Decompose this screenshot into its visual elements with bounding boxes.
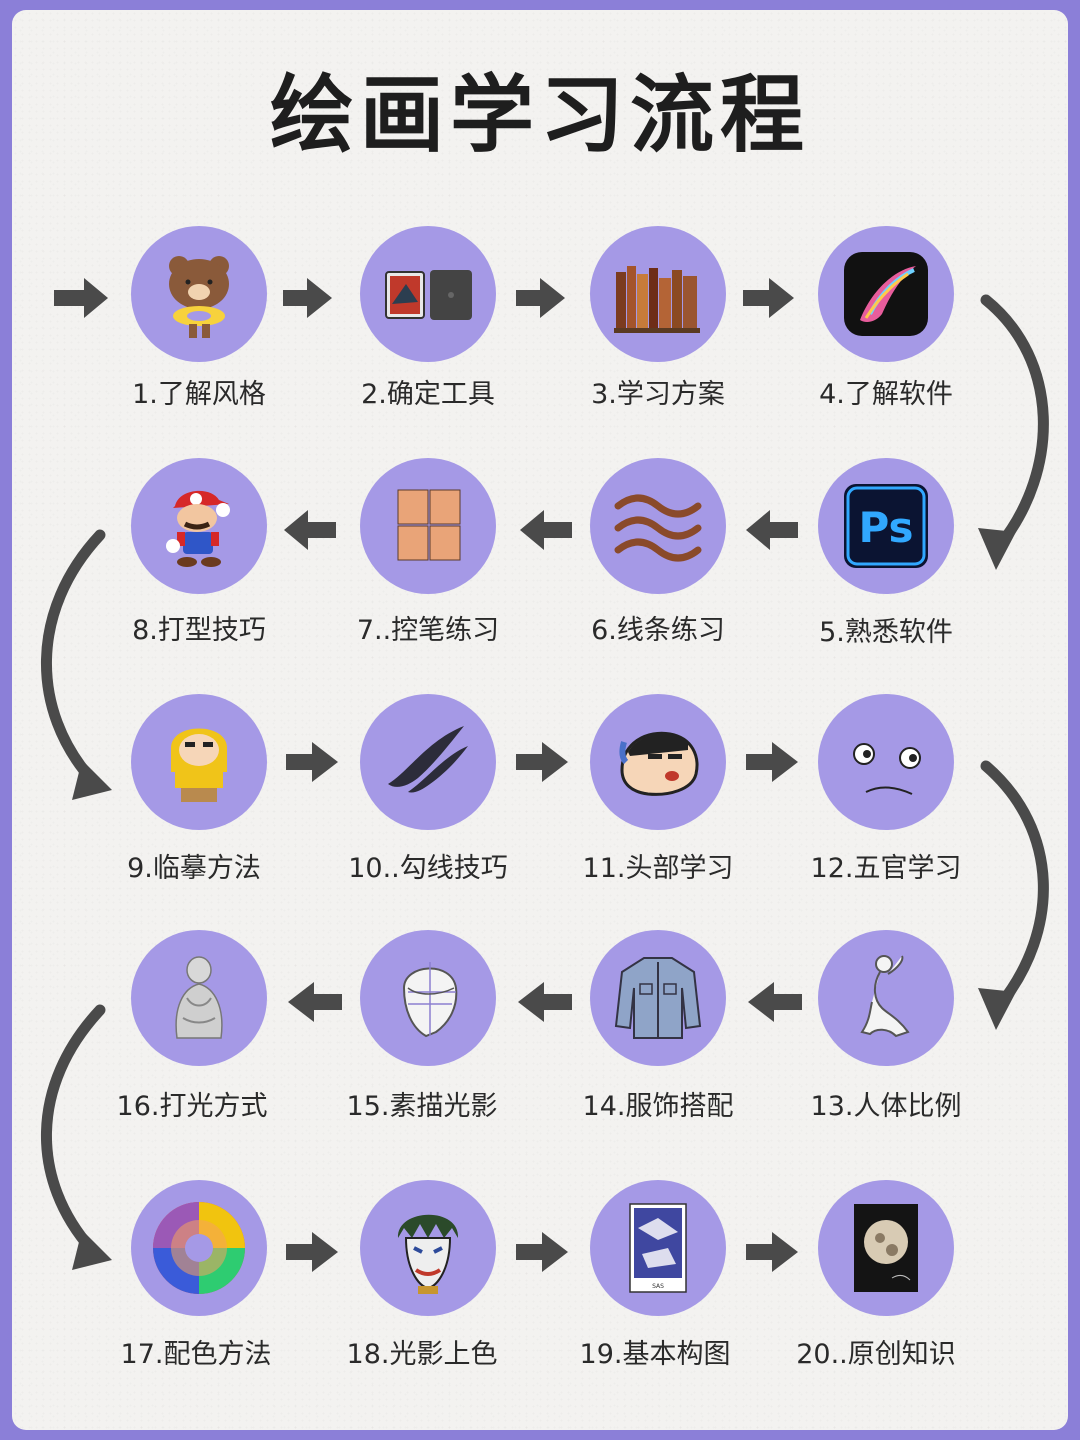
arrow-left — [518, 982, 572, 1022]
arrow-left — [288, 982, 342, 1022]
curve-head — [978, 988, 1016, 1030]
step-label: 8.打型技巧 — [132, 615, 266, 646]
step-5-circle: Ps — [818, 458, 954, 594]
step-6-circle — [590, 458, 726, 594]
step-label: 18.光影上色 — [346, 1339, 498, 1370]
arrow-right — [286, 1232, 338, 1272]
step-label: 6.线条练习 — [591, 615, 725, 646]
step-3-circle — [590, 226, 726, 362]
step-10-circle — [360, 694, 496, 830]
svg-text:Ps: Ps — [858, 503, 913, 552]
arrow-right — [286, 742, 338, 782]
statue-icon — [175, 956, 223, 1039]
mario-icon — [166, 490, 230, 567]
wavy-lines-icon — [614, 494, 702, 562]
step-15-circle — [360, 930, 496, 1066]
arrow-right — [516, 1232, 568, 1272]
tablet-icon — [385, 270, 472, 320]
svg-text:SAS: SAS — [652, 1283, 664, 1290]
color-wheel-icon — [153, 1202, 245, 1294]
curve-arrow-left-1 — [41, 529, 106, 786]
brown-bear-icon — [169, 256, 229, 338]
step-4-circle — [818, 226, 954, 362]
composition-poster-icon: SAS — [629, 1203, 687, 1293]
curve-head — [72, 760, 112, 800]
step-label: 19.基本构图 — [579, 1339, 731, 1370]
body-sketch-icon — [860, 955, 910, 1038]
step-14-circle — [590, 930, 726, 1066]
arrow-left — [520, 510, 572, 550]
books-icon — [614, 266, 700, 333]
step-7-circle — [360, 458, 496, 594]
shinchan-raincoat-icon — [171, 728, 227, 802]
step-label: 4.了解软件 — [819, 379, 953, 410]
step-label: 13.人体比例 — [810, 1091, 962, 1122]
arrow-right — [516, 742, 568, 782]
step-label: 17.配色方法 — [120, 1339, 272, 1370]
shinchan-head-icon — [619, 731, 699, 796]
arrow-right — [746, 1232, 798, 1272]
arrow-right — [516, 278, 565, 318]
grid-squares-icon — [397, 489, 461, 561]
brush-stroke-icon — [388, 726, 468, 793]
face-features-icon — [853, 743, 921, 795]
moon-painting-icon — [854, 1204, 918, 1292]
step-18-circle — [360, 1180, 496, 1316]
joker-icon — [397, 1214, 459, 1294]
step-13-circle — [818, 930, 954, 1066]
head-sketch-icon — [402, 962, 458, 1038]
curve-arrow-right-2 — [980, 760, 1049, 1011]
curve-head — [978, 528, 1016, 570]
curve-arrow-right-1 — [980, 294, 1049, 551]
step-8-circle — [131, 458, 267, 594]
step-label: 16.打光方式 — [116, 1091, 268, 1122]
step-19-circle: SAS — [590, 1180, 726, 1316]
arrow-right — [743, 278, 794, 318]
arrow-right — [283, 278, 332, 318]
step-16-circle — [131, 930, 267, 1066]
step-9-circle — [131, 694, 267, 830]
step-1-circle — [131, 226, 267, 362]
arrow-right-start — [54, 278, 108, 318]
step-label: 9.临摹方法 — [127, 853, 261, 884]
step-label: 10..勾线技巧 — [348, 853, 508, 884]
step-11-circle — [590, 694, 726, 830]
step-20-circle — [818, 1180, 954, 1316]
step-label: 12.五官学习 — [810, 853, 962, 884]
jacket-icon — [614, 957, 702, 1039]
arrow-left — [284, 510, 336, 550]
procreate-icon — [844, 252, 928, 336]
step-label: 11.头部学习 — [582, 853, 734, 884]
step-2-circle — [360, 226, 496, 362]
step-label: 7..控笔练习 — [356, 615, 500, 646]
step-label: 1.了解风格 — [132, 379, 266, 410]
arrow-left — [746, 510, 798, 550]
step-17-circle — [131, 1180, 267, 1316]
curve-arrow-left-2 — [41, 1004, 106, 1256]
step-label: 14.服饰搭配 — [582, 1091, 734, 1122]
step-12-circle — [818, 694, 954, 830]
arrow-right — [746, 742, 798, 782]
step-label: 5.熟悉软件 — [819, 617, 953, 648]
step-label: 15.素描光影 — [346, 1091, 498, 1122]
arrow-left — [748, 982, 802, 1022]
page-title: 绘画学习流程 — [269, 66, 810, 164]
step-label: 3.学习方案 — [591, 379, 725, 410]
curve-head — [72, 1230, 112, 1270]
photoshop-icon: Ps — [844, 484, 928, 568]
step-label: 20..原创知识 — [796, 1339, 956, 1370]
step-label: 2.确定工具 — [361, 379, 495, 410]
